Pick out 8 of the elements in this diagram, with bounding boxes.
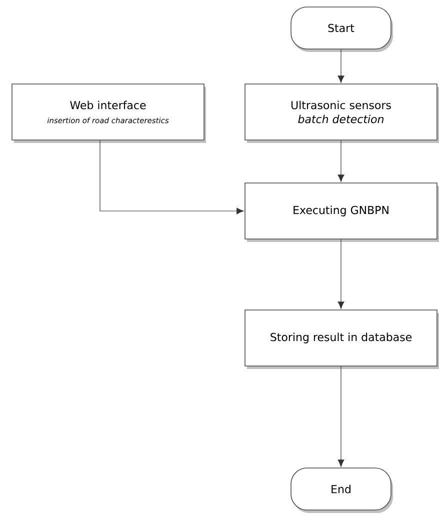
arrow (338, 140, 344, 182)
process-box: Executing GNBPN (244, 182, 439, 242)
arrow (100, 140, 244, 214)
arrow (338, 239, 344, 309)
process-box: Ultrasonic sensors batch detection (244, 84, 439, 143)
arrow (338, 49, 344, 83)
process-box: Storing result in database (244, 310, 439, 369)
arrow (338, 366, 344, 467)
